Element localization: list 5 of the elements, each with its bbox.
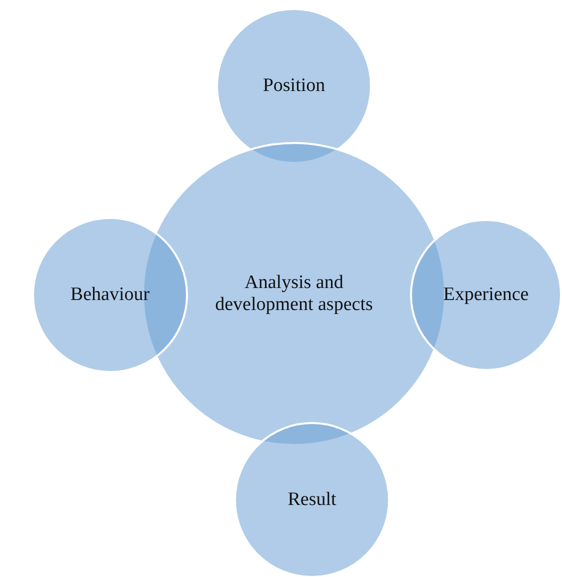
circle-label: Analysis and development aspects <box>214 272 374 316</box>
circle-label: Result <box>288 489 336 511</box>
circle-label: Position <box>262 75 326 97</box>
circle-label: Experience <box>443 284 529 306</box>
circle-label: Behaviour <box>70 284 150 306</box>
